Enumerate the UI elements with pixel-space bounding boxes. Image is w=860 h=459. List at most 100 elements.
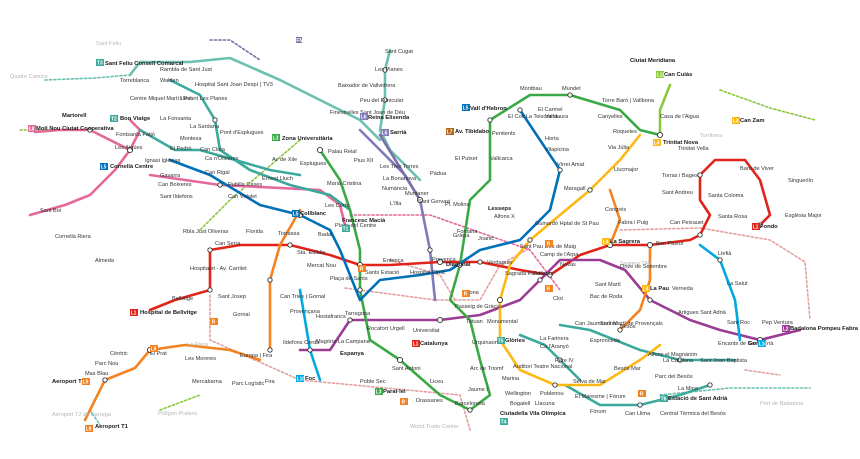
label-sant-andreu: Sant Andreu xyxy=(662,190,693,196)
label-valldaura: Valldaura xyxy=(545,114,569,120)
label-poble-sec: Poble Sec xyxy=(360,379,386,385)
label-L11: L11 xyxy=(657,73,666,79)
label-llucmajor: Llucmajor xyxy=(614,167,638,173)
label-lesseps: Lesseps xyxy=(488,206,511,212)
label-singuerlin: Singuerlín xyxy=(788,178,813,184)
label-T4: T4 xyxy=(501,420,507,426)
label-FM: FM xyxy=(296,38,303,44)
label-bac-roda: Bac de Roda xyxy=(590,294,623,300)
label-la-pau: La Pau xyxy=(650,286,669,292)
label-verdaguer: Verdaguer xyxy=(487,260,513,266)
label-can-cuias: Can Cuiàs xyxy=(664,72,692,78)
area-port-badalona: Port de Badalona xyxy=(760,401,804,407)
label-bon-viatge: Bon Viatge xyxy=(120,116,151,122)
label-tarragona: Tarragona xyxy=(345,311,371,317)
label-urgell: Urgell xyxy=(390,326,405,332)
label-joanic: Joanic xyxy=(478,236,494,242)
label-trinitat-vella: Trinitat Vella xyxy=(678,146,709,152)
label-L2: L2 xyxy=(783,327,789,333)
label-liceu: Liceu xyxy=(430,379,443,385)
label-L9: L9 xyxy=(151,347,157,353)
label-encants: Encants xyxy=(533,271,553,277)
label-guinardo: Guinardó Hptal de St Pau xyxy=(535,221,599,227)
label-L8: L8 xyxy=(29,127,35,133)
label-sant-joan-baptista: Sant Joan Baptista xyxy=(700,358,748,364)
label-moli-nou: Molí Nou Ciutat Cooperativa xyxy=(36,126,114,132)
label-drassanes: Drassanes xyxy=(416,398,443,404)
label-L5: L5 xyxy=(101,165,107,171)
label-maragall: Maragall xyxy=(564,186,585,192)
label-R: R xyxy=(547,287,551,293)
label-auditori: Auditori Teatre Nacional xyxy=(513,364,572,370)
label-lstila: L'Illa xyxy=(390,201,402,207)
label-gornal: Gornal xyxy=(233,312,250,318)
label-el-putxet: El Putxet xyxy=(455,156,478,162)
label-aeroport-t2: Aeroport T2 xyxy=(52,379,85,385)
label-fabra-puig: Fabra i Puig xyxy=(618,220,648,226)
label-ildefons-cerda: Ildefons Cerdà xyxy=(283,340,320,346)
label-navas: Navas xyxy=(560,262,576,268)
label-mercabarna: Mercabarna xyxy=(192,379,223,385)
label-alfons-x: Alfons X xyxy=(494,214,515,220)
label-L1: L1 xyxy=(753,225,759,231)
label-montesa: Montesa xyxy=(180,136,202,142)
label-les-tres-torres: Les Tres Torres xyxy=(380,164,419,170)
label-monumental: Monumental xyxy=(487,319,518,325)
label-almeda: Almeda xyxy=(95,258,115,264)
label-cornella-riera: Cornellà Riera xyxy=(55,234,92,240)
label-el-pedro: El Pedró xyxy=(170,146,191,152)
label-fontsanta-fatjo: Fontsanta Fatjó xyxy=(116,132,155,138)
label-espanya: Espanya xyxy=(340,351,365,357)
label-sants-estacio: Sants Estació xyxy=(365,270,399,276)
label-arc-triomf: Arc de Triomf xyxy=(470,366,504,372)
label-hostafrancs: Hostafrancs xyxy=(316,314,346,320)
label-L5: L5 xyxy=(293,212,299,218)
label-sant-marti: Sant Martí xyxy=(595,282,621,288)
label-bon-pastor: Bon Pastor xyxy=(656,241,684,247)
label-congres: Congrés xyxy=(605,207,626,213)
label-florida: Florida xyxy=(246,229,264,235)
label-catalunya: Catalunya xyxy=(420,341,448,347)
label-T1: T1 xyxy=(343,227,349,233)
label-llacuna: Llacuna xyxy=(535,401,555,407)
label-parc-besos: Parc del Besòs xyxy=(655,374,693,380)
terminal-labels: Sant Feliu Consell Comarcal Bon Viatge C… xyxy=(36,58,859,430)
label-L10: L10 xyxy=(297,377,306,383)
label-L7: L7 xyxy=(447,130,453,136)
label-R: R xyxy=(212,320,216,326)
label-la-catalana: La Catalana xyxy=(663,358,694,364)
label-T3: T3 xyxy=(97,61,103,67)
label-bogatell: Bogatell xyxy=(510,401,530,407)
label-sarria: Sarrià xyxy=(390,130,407,136)
label-L3: L3 xyxy=(273,136,279,142)
label-padua: Pàdua xyxy=(430,171,447,177)
label-L9: L9 xyxy=(86,427,92,433)
label-pubilla-cases: Pubilla Cases xyxy=(228,182,262,188)
label-maria-cristina: Maria Cristina xyxy=(327,181,362,187)
label-ciutadella: Ciutadella Vila Olímpica xyxy=(500,411,566,417)
label-marina: Marina xyxy=(502,376,520,382)
label-gavarra: Gavarra xyxy=(160,173,181,179)
label-can-serra: Can Serra xyxy=(215,241,241,247)
label-la-sagrera: La Sagrera xyxy=(610,239,641,245)
label-la-fonsanta: La Fonsanta xyxy=(160,116,192,122)
label-penitents: Penitents xyxy=(492,131,516,137)
label-can-boixeres: Can Boixeres xyxy=(158,182,192,188)
label-can-tries: Can Tries | Gornal xyxy=(280,294,325,300)
label-onze-setembre: Onze de Setembre xyxy=(620,264,667,270)
label-cèntric: Cèntric xyxy=(110,351,128,357)
label-L5: L5 xyxy=(463,106,469,112)
label-el-carmel: El Carmel xyxy=(538,107,563,113)
label-cornella-centre: Cornellà Centre xyxy=(110,164,154,170)
label-selva-mar: Selva de Mar xyxy=(573,379,606,385)
label-L4: L4 xyxy=(654,141,660,147)
label-virrei-amat: Virrei Amat xyxy=(557,162,585,168)
label-horta: Horta xyxy=(545,136,560,142)
label-collblanc: Collblanc xyxy=(300,211,327,217)
label-L4: L4 xyxy=(603,240,609,246)
label-placa-centre: Plaça del Centre xyxy=(335,223,376,229)
label-can-peixauet: Can Peixauet xyxy=(670,220,704,226)
label-sta-eulalia: Sta. Eulàlia xyxy=(297,250,326,256)
label-poblenou: Poblenou xyxy=(540,391,564,397)
